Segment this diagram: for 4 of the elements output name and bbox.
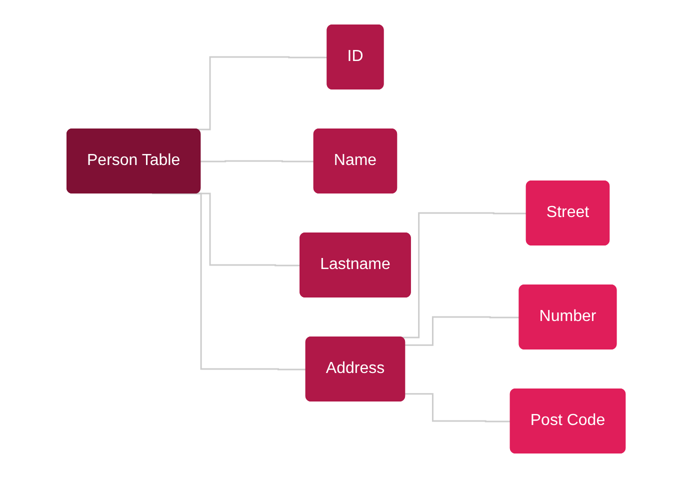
connector xyxy=(152,192,306,370)
connector xyxy=(405,393,511,422)
connector xyxy=(405,316,520,346)
connector xyxy=(200,160,314,162)
